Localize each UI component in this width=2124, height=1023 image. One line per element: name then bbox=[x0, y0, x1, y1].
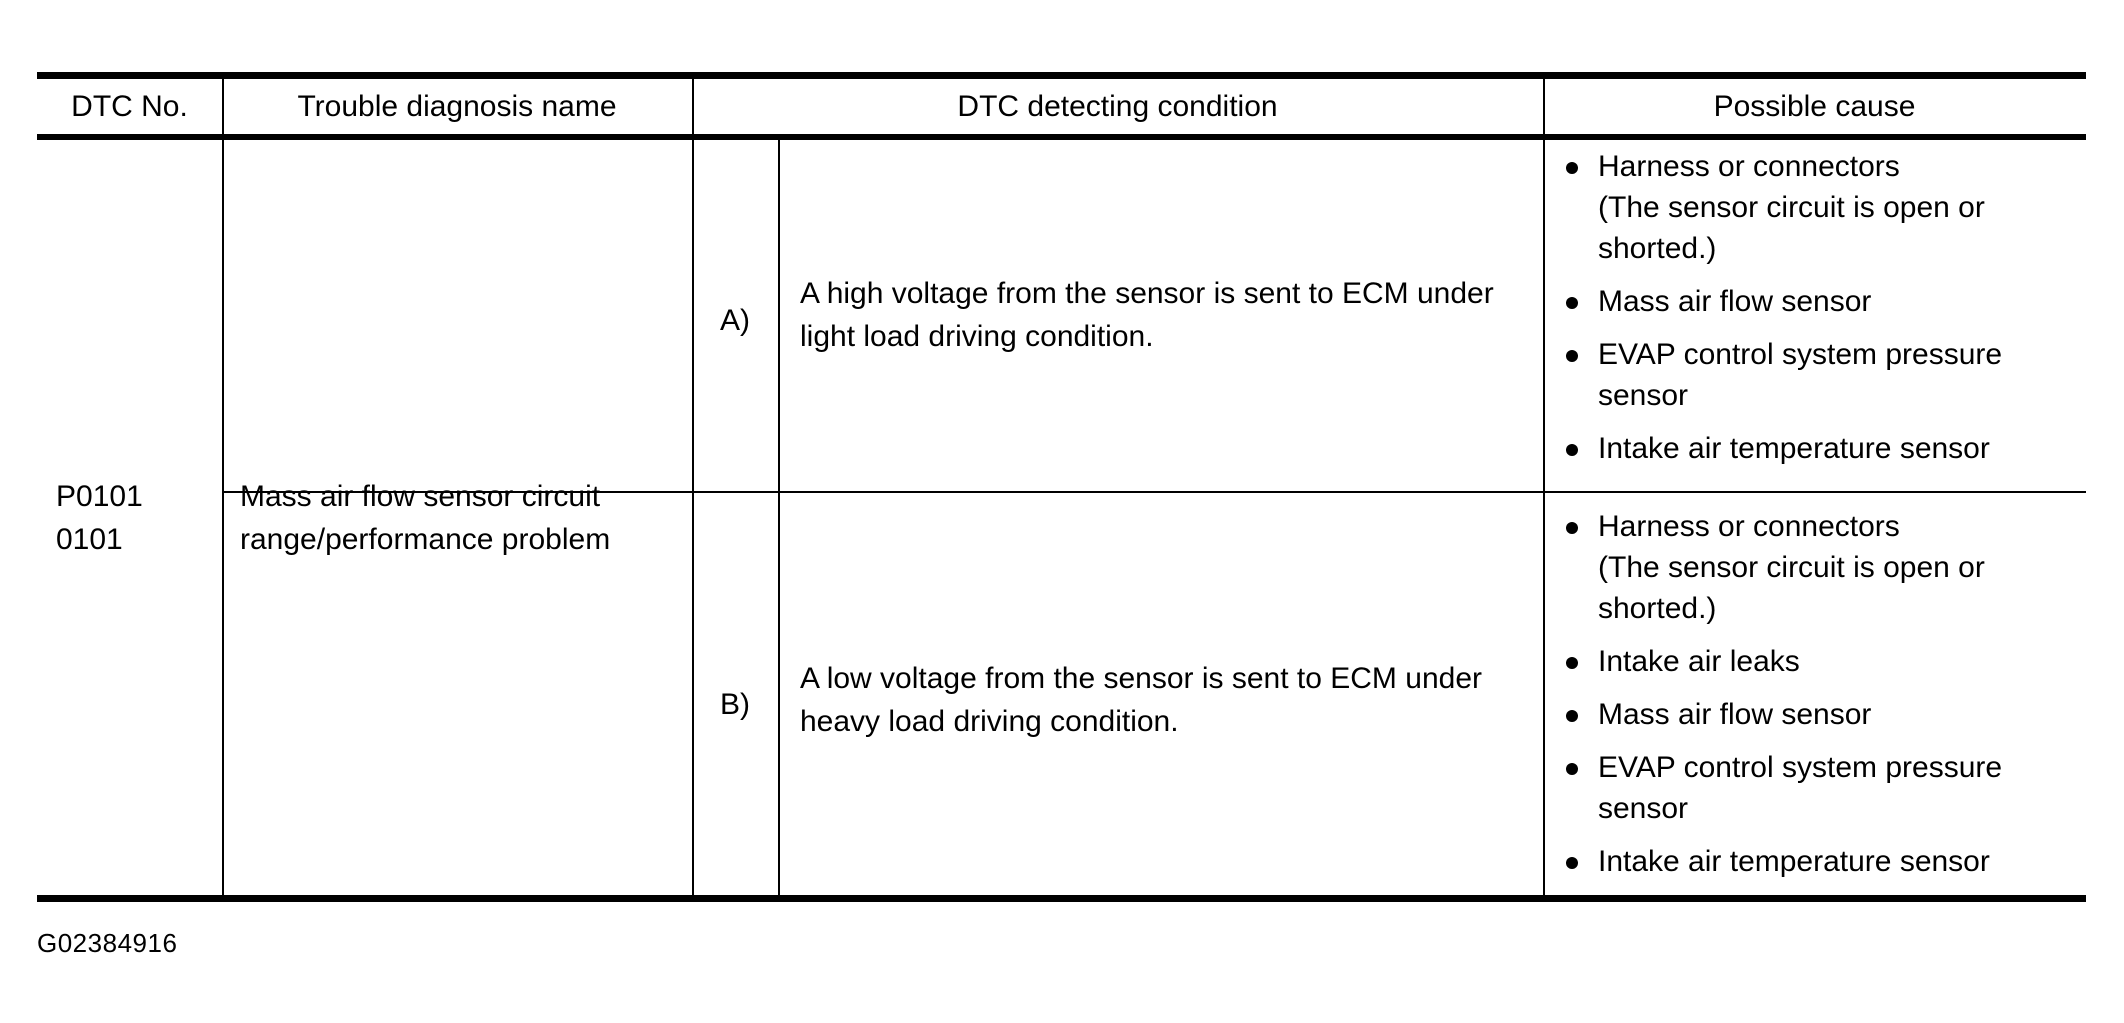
list-item: Intake air temperature sensor bbox=[1562, 428, 2072, 469]
cause-text: Mass air flow sensor bbox=[1598, 698, 1872, 731]
cause-text: Intake air leaks bbox=[1598, 645, 1800, 678]
column-header-dtc-detecting-condition: DTC detecting condition bbox=[957, 90, 1278, 123]
bullet-icon bbox=[1566, 350, 1578, 362]
row-marker-a: A) bbox=[720, 304, 750, 337]
table-header-rule bbox=[37, 134, 2086, 140]
list-item: Harness or connectors (The sensor circui… bbox=[1562, 146, 2072, 269]
column-divider-ab-marker bbox=[778, 140, 780, 896]
cell-trouble-diagnosis-name: Mass air flow sensor circuit range/perfo… bbox=[240, 480, 611, 556]
cause-list-b: Harness or connectors (The sensor circui… bbox=[1562, 506, 2072, 882]
cell-condition-b: A low voltage from the sensor is sent to… bbox=[800, 662, 1482, 738]
table-bottom-rule bbox=[37, 895, 2086, 902]
column-divider-cause bbox=[1543, 79, 1545, 896]
list-item: Mass air flow sensor bbox=[1562, 281, 2072, 322]
cell-condition-a: A high voltage from the sensor is sent t… bbox=[800, 277, 1494, 353]
bullet-icon bbox=[1566, 857, 1578, 869]
list-item: EVAP control system pressure sensor bbox=[1562, 747, 2072, 829]
list-item: EVAP control system pressure sensor bbox=[1562, 334, 2072, 416]
cause-text: Intake air temperature sensor bbox=[1598, 845, 1990, 878]
bullet-icon bbox=[1566, 444, 1578, 456]
column-divider-name bbox=[692, 79, 694, 896]
bullet-icon bbox=[1566, 522, 1578, 534]
column-divider-dtc-no bbox=[222, 79, 224, 896]
bullet-icon bbox=[1566, 297, 1578, 309]
column-header-possible-cause: Possible cause bbox=[1713, 90, 1916, 123]
cause-text: EVAP control system pressure sensor bbox=[1598, 751, 2003, 825]
bullet-icon bbox=[1566, 763, 1578, 775]
bullet-icon bbox=[1566, 657, 1578, 669]
column-header-trouble-diagnosis-name: Trouble diagnosis name bbox=[297, 90, 617, 123]
list-item: Intake air leaks bbox=[1562, 641, 2072, 682]
bullet-icon bbox=[1566, 162, 1578, 174]
cause-text: Harness or connectors (The sensor circui… bbox=[1598, 150, 1985, 265]
list-item: Intake air temperature sensor bbox=[1562, 841, 2072, 882]
bullet-icon bbox=[1566, 710, 1578, 722]
list-item: Mass air flow sensor bbox=[1562, 694, 2072, 735]
cell-dtc-number: P0101 0101 bbox=[56, 480, 143, 556]
cause-text: Intake air temperature sensor bbox=[1598, 432, 1990, 465]
list-item: Harness or connectors (The sensor circui… bbox=[1562, 506, 2072, 629]
row-marker-b: B) bbox=[720, 688, 750, 721]
cause-text: EVAP control system pressure sensor bbox=[1598, 338, 2003, 412]
row-divider-a-b bbox=[222, 491, 2086, 493]
cause-text: Mass air flow sensor bbox=[1598, 285, 1872, 318]
table-top-rule bbox=[37, 72, 2086, 79]
cause-text: Harness or connectors (The sensor circui… bbox=[1598, 510, 1985, 625]
cause-list-a: Harness or connectors (The sensor circui… bbox=[1562, 146, 2072, 469]
column-header-dtc-no: DTC No. bbox=[71, 90, 188, 123]
figure-caption: G02384916 bbox=[37, 928, 178, 958]
